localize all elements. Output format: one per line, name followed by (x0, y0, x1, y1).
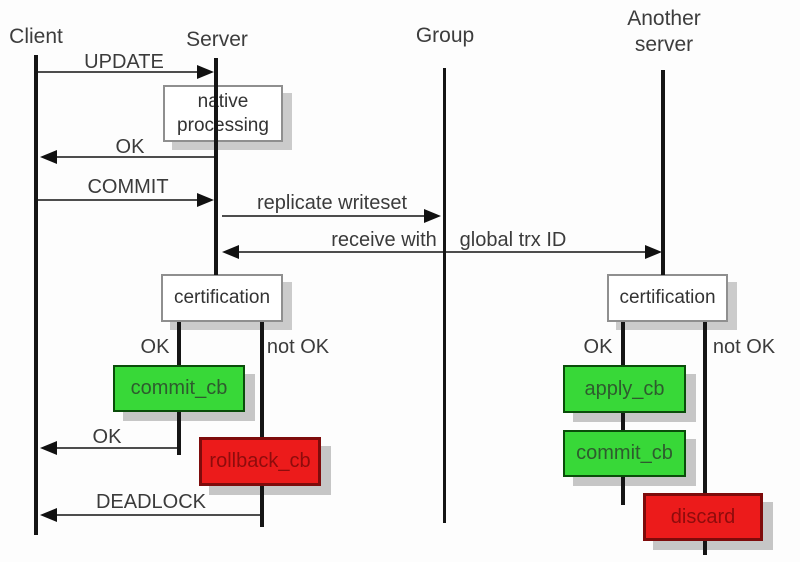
replicate-writeset-message-label: replicate writeset (256, 192, 408, 214)
another-notok-branch-line-upper (703, 322, 707, 493)
rollback-cb-box: rollback_cb (199, 437, 321, 486)
another-branch-not-ok-label: not OK (712, 336, 776, 358)
actor-label-another-server: Another server (627, 7, 701, 56)
another-ok-branch-line-lower (621, 477, 625, 505)
native-processing-box: native processing (163, 85, 283, 142)
ok-native-arrowhead (40, 150, 57, 164)
ok-commit-message-label: OK (92, 426, 122, 448)
actor-label-client: Client (9, 25, 63, 48)
another-notok-branch-line-lower (703, 541, 707, 555)
server-notok-branch-line-lower (260, 486, 264, 527)
ok-native-message-label: OK (115, 136, 145, 158)
update-arrowhead (197, 65, 214, 79)
deadlock-arrowhead (40, 508, 57, 522)
deadlock-message-line (54, 514, 262, 516)
ok-commit-arrowhead (40, 441, 57, 455)
receive-arrowhead-another-server (645, 245, 662, 259)
receive-message-line (228, 251, 646, 253)
certification-box-server: certification (161, 274, 283, 322)
commit-arrowhead (197, 193, 214, 207)
replicate-writeset-arrowhead (424, 209, 441, 223)
commit-message-label: COMMIT (87, 176, 169, 198)
server-ok-branch-line-lower (177, 412, 181, 455)
actor-label-group: Group (415, 24, 475, 47)
update-message-label: UPDATE (84, 51, 164, 73)
another-ok-branch-line-upper (621, 322, 625, 365)
client-lifeline (34, 55, 38, 535)
discard-box: discard (643, 493, 763, 541)
another-branch-ok-label: OK (583, 336, 613, 358)
commit-cb-box-server: commit_cb (113, 365, 245, 412)
another-ok-branch-line-middle (621, 413, 625, 430)
replicate-writeset-message-line (222, 215, 426, 217)
server-branch-ok-label: OK (140, 336, 170, 358)
update-message-line (38, 71, 200, 73)
actor-label-server: Server (186, 28, 248, 51)
server-branch-not-ok-label: not OK (266, 336, 330, 358)
another-server-lifeline (661, 70, 665, 275)
ok-commit-message-line (54, 447, 179, 449)
server-ok-branch-line-upper (177, 322, 181, 365)
ok-native-message-line (54, 156, 216, 158)
commit-cb-box-another-server: commit_cb (563, 430, 686, 477)
receive-with-message-label: receive with (331, 229, 437, 251)
receive-arrowhead-server (222, 245, 239, 259)
global-trx-id-message-label: global trx ID (459, 229, 567, 251)
apply-cb-box: apply_cb (563, 365, 686, 413)
group-lifeline (443, 68, 446, 523)
commit-message-line (38, 199, 200, 201)
deadlock-message-label: DEADLOCK (95, 491, 207, 513)
server-lifeline (214, 58, 218, 275)
server-notok-branch-line-upper (260, 322, 264, 437)
certification-box-another-server: certification (607, 274, 728, 322)
